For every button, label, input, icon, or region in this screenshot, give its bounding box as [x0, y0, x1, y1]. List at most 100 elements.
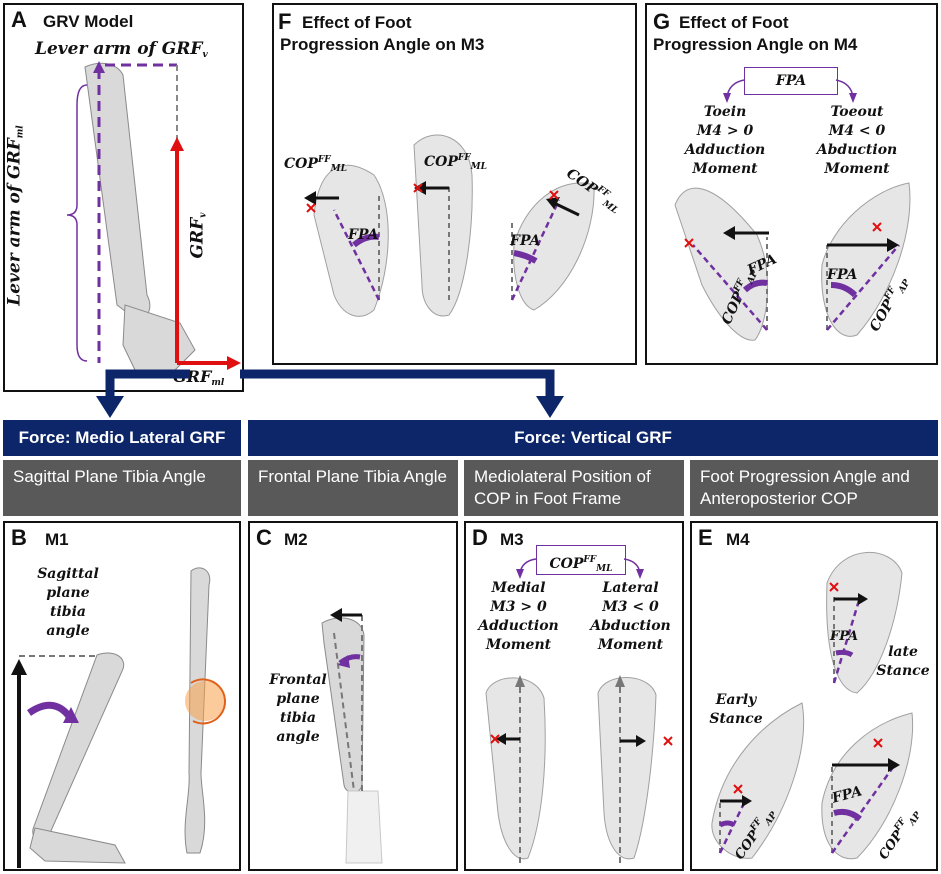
panel-c-metric: M2	[284, 530, 308, 549]
knee-rotation-arc	[190, 678, 226, 725]
panel-e: E M4 late Stance Early Stance FPA FPA	[690, 521, 938, 871]
panel-f-title-2: Progression Angle on M3	[280, 35, 485, 54]
lateral-label: Lateral M3 < 0 Abduction Moment	[590, 580, 671, 653]
foot-e-early	[711, 702, 805, 859]
fpa-arc-e-2	[718, 820, 736, 828]
fpa-arc-e-1	[835, 649, 854, 658]
foot-d-1	[485, 677, 546, 860]
cop-marker-3	[549, 190, 559, 200]
frontal-angle-arrowhead	[338, 655, 350, 668]
knee-glow	[185, 681, 225, 721]
foot-axis-3	[510, 199, 561, 301]
panel-c-drawing	[321, 608, 383, 864]
vertical-ref-arrowhead	[11, 659, 27, 675]
fpa-arc-3	[513, 250, 538, 264]
foot-c	[345, 790, 383, 864]
connector-arrowhead-ml	[96, 396, 124, 418]
toein-label: Toein M4 > 0 Adduction Moment	[684, 104, 766, 177]
cop-arrowhead-e-2	[742, 795, 752, 807]
toeout-label: Toeout M4 < 0 Abduction Moment	[816, 104, 898, 177]
foot-f-3	[513, 182, 595, 311]
early-stance-label: Early Stance	[709, 692, 763, 727]
fpa-arc-g-2	[830, 282, 858, 298]
panel-e-metric: M4	[726, 530, 750, 549]
cop-arrowhead-c	[330, 608, 342, 622]
cop-ml-label-1: COPFFML	[284, 155, 347, 174]
lever-arm-grfv-label: Lever arm of GRFv	[35, 39, 208, 60]
tibia-axis-c	[333, 632, 355, 792]
panel-f-feet	[304, 134, 595, 317]
fpa-box-arrows	[674, 79, 911, 341]
panel-f: F Effect of Foot Progression Angle on M3	[272, 3, 637, 365]
cop-ml-arrowhead-2	[414, 181, 426, 195]
force-v-bar: Force: Vertical GRF	[248, 420, 938, 456]
cop-arrowhead-d-2	[636, 735, 646, 747]
panel-e-drawing	[711, 552, 914, 860]
panel-g-title-2: Progression Angle on M4	[653, 35, 858, 54]
cop-marker-e-2	[733, 784, 743, 794]
cop-ap-line-g-2	[826, 244, 900, 331]
cop-marker-1	[306, 203, 316, 213]
cop-marker-e-1	[829, 582, 839, 592]
cop-arrowhead-g-1	[723, 226, 735, 240]
panel-letter-g: G	[653, 9, 671, 34]
cop-marker-d-2	[663, 736, 673, 746]
sagittal-angle-arc	[27, 701, 74, 722]
panel-g-title-1: Effect of Foot	[679, 13, 789, 32]
force-ml-bar: Force: Medio Lateral GRF	[3, 420, 241, 456]
cop-marker-g-1	[684, 238, 694, 248]
panel-letter-e: E	[698, 525, 713, 550]
panel-b-metric: M1	[45, 530, 69, 549]
panel-d-metric: M3	[500, 530, 524, 549]
foot-g-2	[821, 182, 911, 337]
cop-marker-g-2	[872, 222, 882, 232]
panel-c: C M2 Frontal plane tibia angle	[248, 521, 458, 871]
sagittal-angle-label: Sagittal plane tibia angle	[37, 566, 99, 639]
cop-ml-arrowhead-3	[546, 197, 560, 209]
cop-arrowhead-g-2	[887, 238, 899, 252]
foot-axis-arrowhead-d-2	[615, 675, 625, 687]
panel-a: A GRV Model Lever arm of GRFv Lever arm …	[3, 3, 244, 392]
fpa-arc-1	[352, 233, 380, 248]
panel-letter-b: B	[11, 525, 27, 550]
foot-e-late	[826, 552, 903, 694]
fpa-label-g-2: FPA	[827, 267, 858, 283]
connector-arrows	[96, 369, 564, 418]
cop-marker-d-1	[490, 734, 500, 744]
panel-d-drawing	[485, 558, 673, 863]
cop-ml-arrowhead-1	[304, 191, 316, 205]
cop-arrowhead-d-1	[496, 733, 506, 745]
sagittal-bar: Sagittal Plane Tibia Angle	[3, 460, 241, 516]
connector-to-v	[240, 369, 555, 396]
cop-marker-e-3	[873, 738, 883, 748]
fpa-label-f-1: FPA	[348, 227, 379, 243]
fpa-label-f-3: FPA	[510, 233, 541, 249]
connector-to-ml	[105, 369, 190, 396]
foot-d-2	[597, 677, 657, 860]
foot-e-late-2	[821, 712, 914, 860]
foot-b-1	[29, 827, 126, 864]
cop-marker-2	[413, 183, 423, 193]
foot-f-2	[413, 134, 473, 317]
fpa-label-e-1: FPA	[830, 629, 859, 644]
cop-ml-arrow-3	[553, 201, 580, 217]
lever-arrowhead	[93, 61, 105, 73]
fpa-arc-g-1	[742, 279, 768, 293]
sagittal-angle-arrowhead	[63, 707, 79, 723]
panel-d: D M3 COPFFML Medial M3 > 0 Adduction Mom…	[464, 521, 684, 871]
frontal-bar: Frontal Plane Tibia Angle	[248, 460, 458, 516]
panel-b-drawing	[11, 567, 226, 868]
grfv-arrowhead	[170, 137, 184, 151]
panel-b: B M1 Sagittal plane tibia angle	[3, 521, 241, 871]
mediolateral-bar: Mediolateral Position of COP in Foot Fra…	[464, 460, 684, 516]
cop-ap-line-e-1	[832, 596, 862, 684]
cop-arrowhead-e-3	[888, 758, 900, 772]
late-stance-label: late Stance	[876, 644, 930, 679]
foot-axis-arrowhead-d-1	[515, 675, 525, 687]
fpa-arc-e-3	[833, 808, 862, 822]
cop-ap-line-g-1	[692, 244, 768, 331]
panel-f-title-1: Effect of Foot	[302, 13, 412, 32]
panel-letter-a: A	[11, 7, 27, 32]
foot-axis-1	[332, 209, 381, 301]
